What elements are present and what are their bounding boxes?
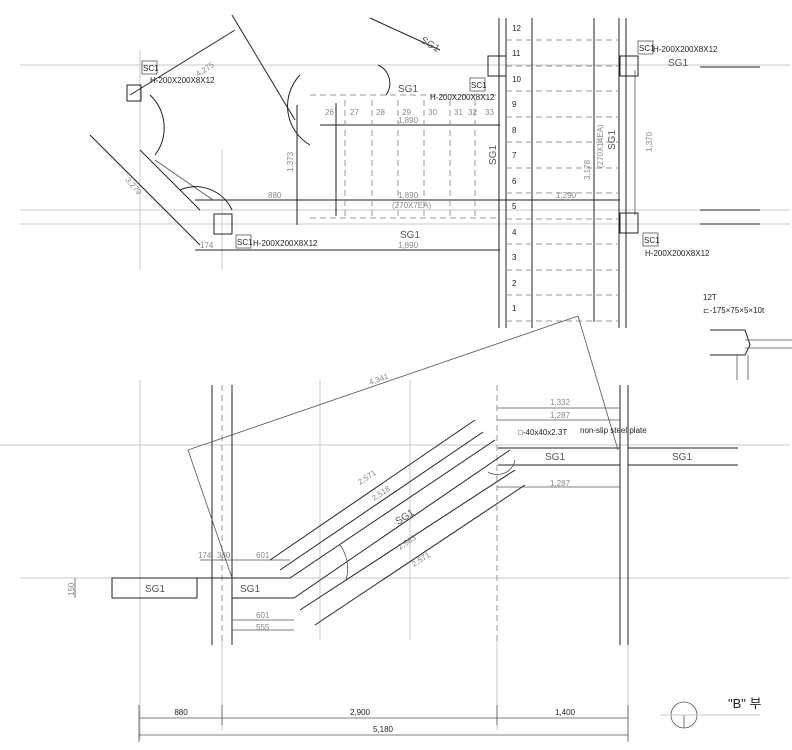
- drawing-title: "B" 부: [728, 696, 762, 711]
- dimension: 174: [198, 551, 212, 560]
- overall-dimensions: [138, 701, 760, 742]
- step-number: 27: [350, 108, 359, 117]
- upper-flight: [89, 14, 760, 328]
- dimension: 2,563: [396, 533, 418, 552]
- column-label: SC1: [639, 44, 655, 53]
- dimension: (270X14EA): [596, 124, 605, 168]
- beam-label: SG1: [545, 452, 565, 463]
- dimension: 1,370: [645, 131, 654, 152]
- step-number: 29: [402, 108, 411, 117]
- dimension: 2,571: [410, 550, 432, 569]
- step-number: 32: [468, 108, 477, 117]
- column-section-label: H-200X200X8X12: [253, 239, 318, 248]
- step-number: 5: [512, 202, 517, 211]
- dim-1400: 1,400: [555, 708, 576, 717]
- beam-label: SG1: [398, 84, 418, 95]
- beam-label: SG1: [488, 145, 499, 165]
- dimension: 1,890: [398, 191, 419, 200]
- dimension: 880: [268, 191, 282, 200]
- step-number: 10: [512, 75, 521, 84]
- beam-label: SG1: [672, 452, 692, 463]
- column-section-label: H-200X200X8X12: [645, 249, 710, 258]
- column-section-label: H-200X200X8X12: [150, 76, 215, 85]
- beam-label: SG1: [400, 230, 420, 241]
- step-number: 28: [376, 108, 385, 117]
- beam-label: SG1: [419, 35, 442, 55]
- dimension: 555: [256, 623, 270, 632]
- dimension: 2,571: [356, 468, 378, 487]
- beam-label: SG1: [668, 58, 688, 69]
- step-number: 2: [512, 279, 517, 288]
- dim-880: 880: [174, 708, 188, 717]
- column-section-label: H-200X200X8X12: [653, 45, 718, 54]
- grid-lines: [0, 50, 790, 740]
- column-section-label: H-200X200X8X12: [430, 93, 495, 102]
- dimension: 1,332: [550, 398, 571, 407]
- beam-label: SG1: [607, 130, 618, 150]
- column-label: SC1: [237, 238, 253, 247]
- dimension: 150: [67, 582, 76, 596]
- step-number: 1: [512, 304, 517, 313]
- dimension: 601: [256, 551, 270, 560]
- column-label: SC1: [644, 236, 660, 245]
- step-number: 33: [485, 108, 494, 117]
- beam-label: SG1: [394, 507, 417, 527]
- step-number: 11: [512, 49, 521, 58]
- channel-mark: 12T: [703, 293, 717, 302]
- dimension: (270X7EA): [392, 201, 431, 210]
- step-number: 6: [512, 177, 517, 186]
- dim-2900: 2,900: [350, 708, 371, 717]
- tube-section-label: □-40x40x2.3T: [518, 428, 567, 437]
- dimension: 1,890: [398, 241, 419, 250]
- step-number: 31: [454, 108, 463, 117]
- dimension: 2,518: [370, 484, 392, 503]
- step-number: 9: [512, 100, 517, 109]
- step-number: 3: [512, 253, 517, 262]
- dimension: 1,287: [550, 411, 571, 420]
- beam-label: SG1: [145, 584, 165, 595]
- plate-note: non-slip steel plate: [580, 426, 647, 435]
- channel-section-label: ⊏-175×75×5×10t: [703, 306, 765, 315]
- beam-label: SG1: [240, 584, 260, 595]
- labels: "B" 부 880 2,900 1,400 5,180 12 11 10 9 8…: [67, 24, 765, 734]
- dimension: 601: [256, 611, 270, 620]
- dimension: 3,178: [583, 159, 592, 180]
- dimension: 1,287: [550, 479, 571, 488]
- column-label: SC1: [143, 64, 159, 73]
- dimension: 1,890: [398, 116, 419, 125]
- step-number: 4: [512, 228, 517, 237]
- dim-5180: 5,180: [373, 725, 394, 734]
- step-number: 8: [512, 126, 517, 135]
- step-number: 26: [325, 108, 334, 117]
- dimension: 3,279: [123, 176, 143, 198]
- dimension: 380: [217, 551, 231, 560]
- dimension: 174: [200, 241, 214, 250]
- step-number: 12: [512, 24, 521, 33]
- step-number: 30: [428, 108, 437, 117]
- column-label: SC1: [471, 81, 487, 90]
- lower-flight: [74, 315, 738, 645]
- step-number: 7: [512, 151, 517, 160]
- dimension: 1,373: [286, 151, 295, 172]
- channel-detail: [710, 329, 792, 380]
- dimension: 1,290: [556, 191, 577, 200]
